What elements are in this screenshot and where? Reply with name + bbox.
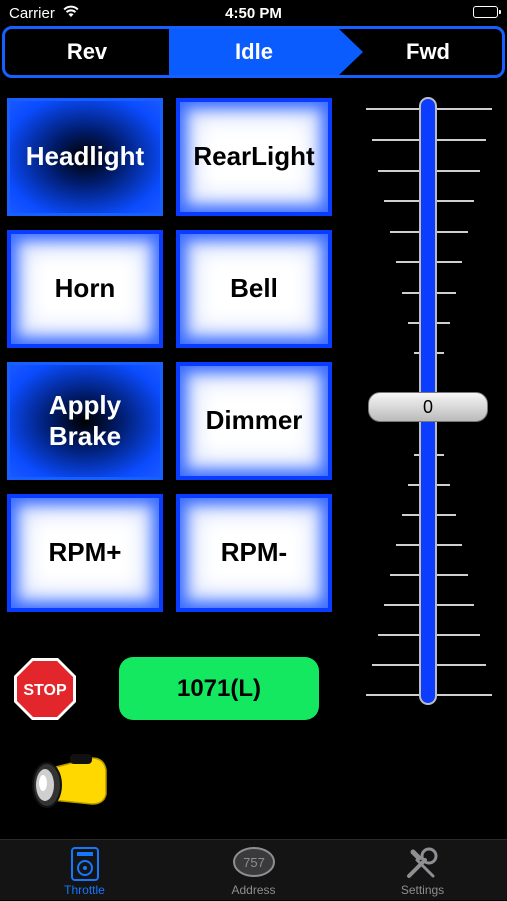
wifi-icon — [62, 4, 80, 23]
battery-icon — [473, 6, 501, 18]
address-plate-icon: 757 — [232, 847, 275, 877]
wrench-icon — [406, 847, 437, 878]
flashlight-button[interactable] — [30, 752, 108, 816]
direction-selector: Rev Idle Fwd — [2, 26, 505, 78]
direction-idle-label: Idle — [235, 39, 273, 64]
direction-rev-button[interactable]: Rev — [5, 29, 170, 75]
tab-address[interactable]: 757 Address — [169, 840, 338, 901]
flashlight-icon — [32, 754, 107, 808]
clock: 4:50 PM — [225, 5, 282, 22]
dimmer-button[interactable]: Dimmer — [176, 362, 332, 480]
tab-address-label: Address — [231, 883, 276, 897]
rpm-plus-label: RPM+ — [48, 537, 122, 568]
throttle-tab-icon — [70, 847, 99, 881]
rpm-minus-button[interactable]: RPM- — [176, 494, 332, 612]
bell-label: Bell — [230, 273, 278, 304]
horn-button[interactable]: Horn — [7, 230, 163, 348]
direction-fwd-label: Fwd — [406, 39, 450, 64]
direction-rev-label: Rev — [66, 39, 108, 64]
direction-idle-button[interactable]: Idle — [169, 29, 339, 75]
tab-settings-label: Settings — [400, 883, 445, 897]
tab-throttle[interactable]: Throttle — [0, 840, 169, 901]
horn-label: Horn — [54, 273, 116, 304]
tab-bar: Throttle 757 Address Settings — [0, 839, 507, 900]
dimmer-label: Dimmer — [205, 405, 303, 436]
tab-throttle-label: Throttle — [64, 883, 105, 897]
throttle-thumb[interactable]: 0 — [368, 392, 488, 422]
bell-button[interactable]: Bell — [176, 230, 332, 348]
apply-brake-button[interactable]: Apply Brake — [7, 362, 163, 480]
rpm-plus-button[interactable]: RPM+ — [7, 494, 163, 612]
throttle-value: 0 — [422, 396, 433, 417]
loco-address-label: 1071(L) — [176, 674, 262, 702]
carrier-label: Carrier — [9, 5, 55, 22]
loco-address-button[interactable]: 1071(L) — [119, 657, 319, 720]
tab-settings[interactable]: Settings — [338, 840, 507, 901]
stop-label: STOP — [23, 682, 67, 699]
apply-brake-label: Apply Brake — [48, 389, 122, 451]
status-bar: Carrier 4:50 PM — [0, 0, 507, 28]
direction-fwd-button[interactable]: Fwd — [339, 29, 502, 75]
stop-sign-icon: STOP — [14, 658, 76, 720]
headlight-label: Headlight — [25, 141, 145, 172]
rearlight-label: RearLight — [193, 141, 315, 172]
rearlight-button[interactable]: RearLight — [176, 98, 332, 216]
rpm-minus-label: RPM- — [220, 537, 288, 568]
address-badge: 757 — [243, 855, 265, 870]
headlight-button[interactable]: Headlight — [7, 98, 163, 216]
stop-button[interactable]: STOP — [13, 657, 77, 721]
chevron-right-icon — [339, 29, 363, 75]
